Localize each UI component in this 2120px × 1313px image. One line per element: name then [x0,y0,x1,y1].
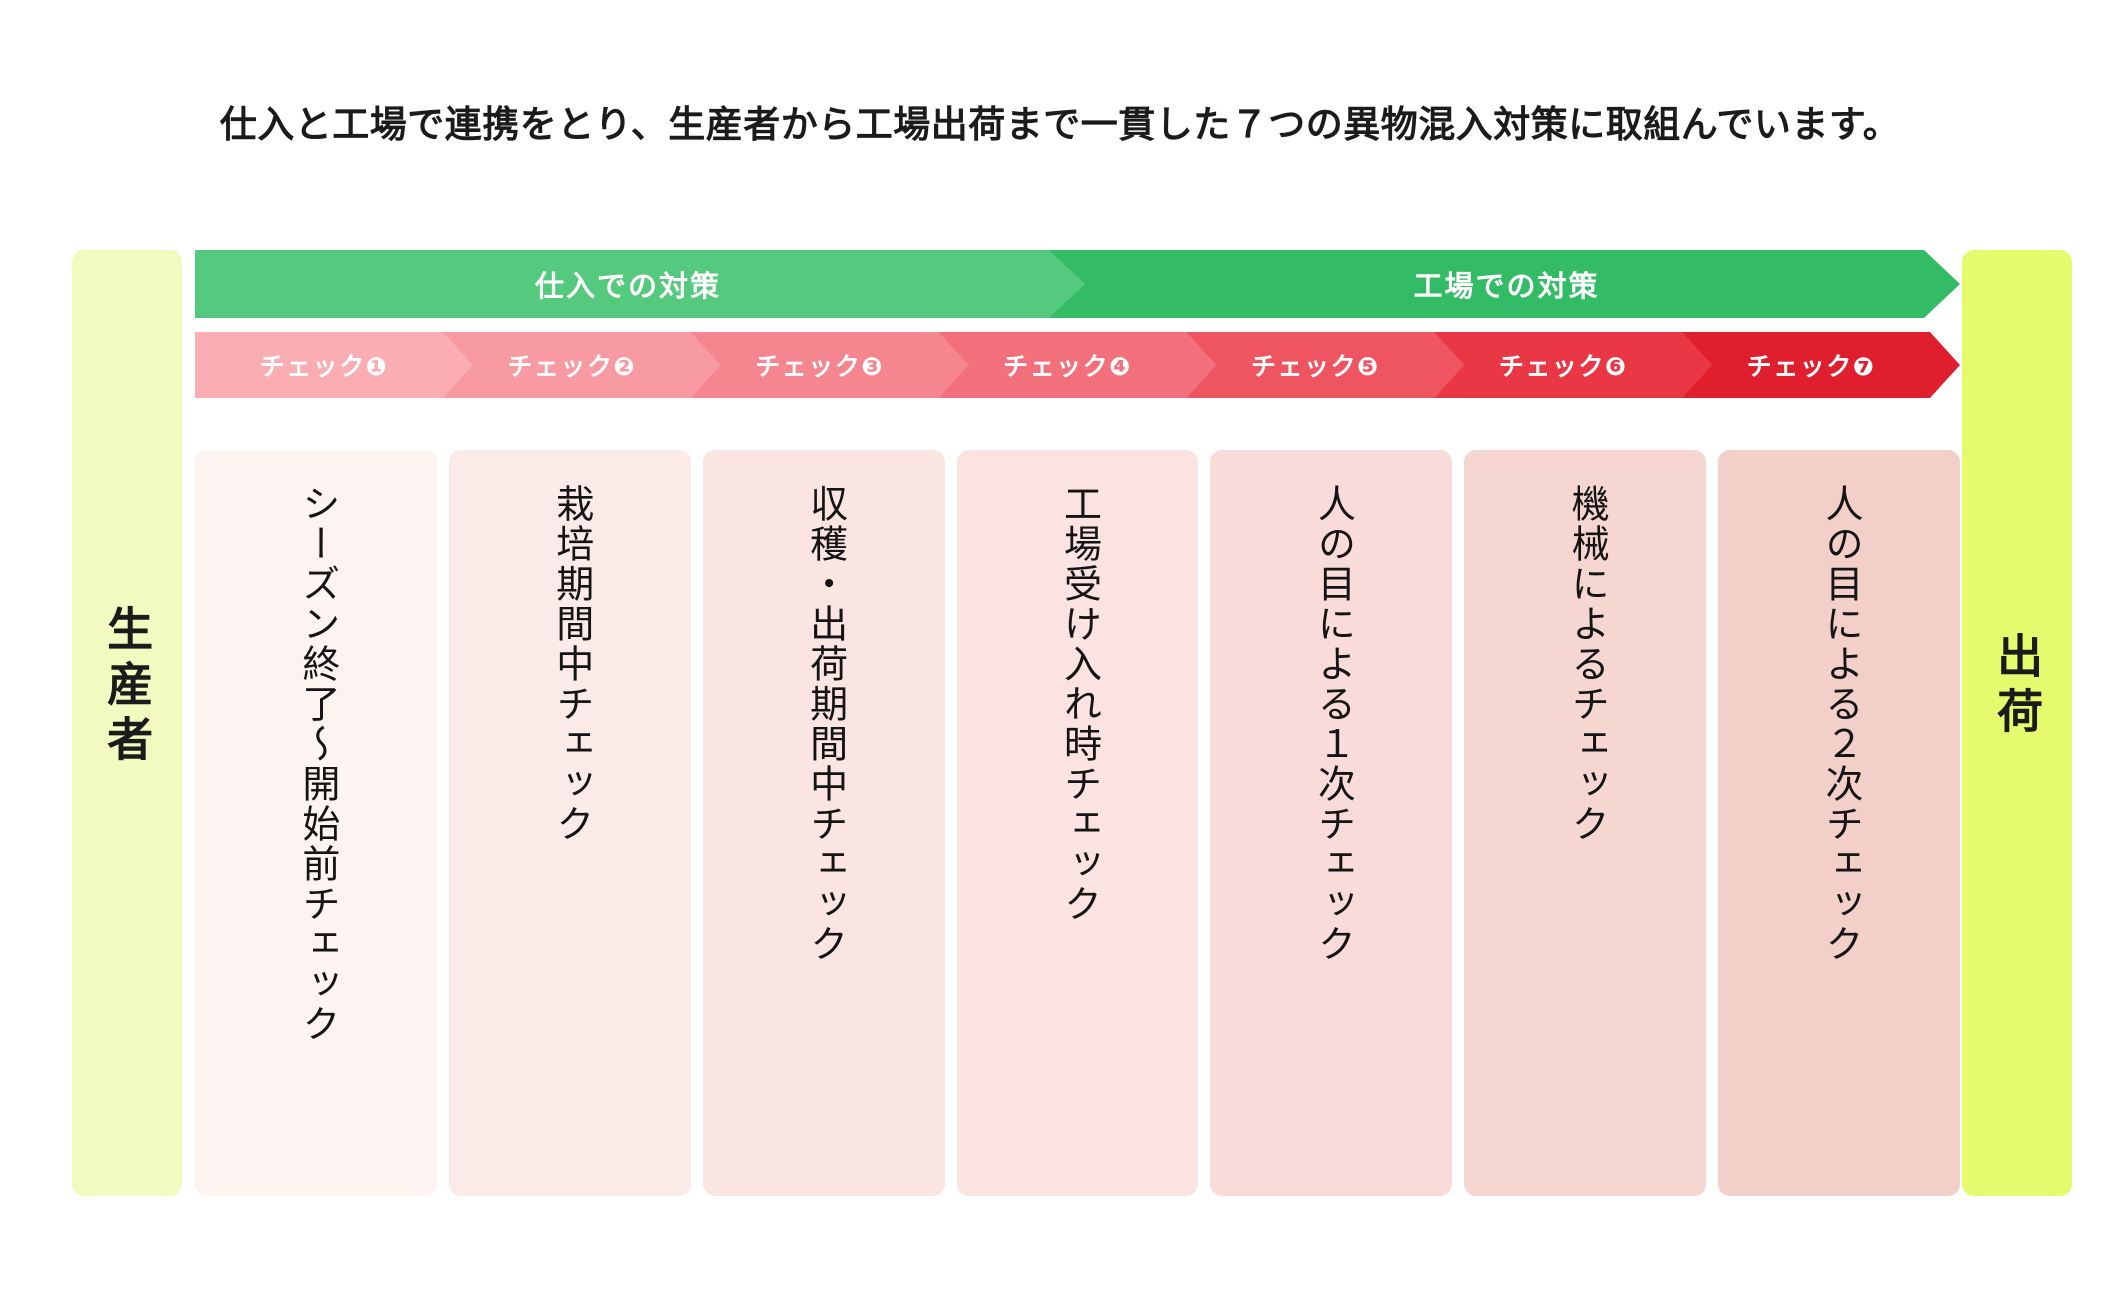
check-card-6[interactable]: 機械によるチェック [1464,450,1707,1196]
check-card-3[interactable]: 収穫・出荷期間中チェック [702,450,945,1196]
endpoint-shipping-label: 出荷 [1991,632,2044,742]
check-card-title-7: 人の目による２次チェック [1819,484,1862,964]
check-segment-5[interactable]: チェック❺ [1186,332,1464,398]
stage-segment-supply: 仕入での対策 [195,250,1085,318]
check-label-5: チェック❺ [1251,353,1380,381]
check-segment-2[interactable]: チェック❷ [443,332,721,398]
check-card-4[interactable]: 工場受け入れ時チェック [956,450,1199,1196]
check-segment-4[interactable]: チェック❹ [939,332,1217,398]
page-title: 仕入と工場で連携をとり、生産者から工場出荷まで一貫した７つの異物混入対策に取組ん… [219,104,1901,145]
endpoint-producer-label: 生産者 [101,604,154,770]
stage-banner: 仕入での対策 工場での対策 [195,250,1960,318]
check-segment-1[interactable]: チェック❶ [195,332,473,398]
check-card-title-2: 栽培期間中チェック [549,484,592,844]
stage-label-factory: 工場での対策 [1413,271,1600,303]
check-card-7[interactable]: 人の目による２次チェック [1718,450,1960,1196]
check-label-6: チェック❻ [1498,353,1628,381]
check-card-title-4: 工場受け入れ時チェック [1057,484,1100,924]
check-label-7: チェック❼ [1746,353,1876,381]
stage-label-supply: 仕入での対策 [534,271,721,303]
check-segment-7[interactable]: チェック❼ [1682,332,1960,398]
endpoint-shipping: 出荷 [1962,250,2072,1196]
check-card-title-6: 機械によるチェック [1565,484,1608,844]
check-card-row: シーズン終了～開始前チェック 栽培期間中チェック 収穫・出荷期間中チェック 工場受け入… [195,450,1960,1196]
check-card-1[interactable]: シーズン終了～開始前チェック [195,450,437,1196]
check-label-3: チェック❸ [755,353,884,381]
check-segment-3[interactable]: チェック❸ [691,332,969,398]
check-card-title-1: シーズン終了～開始前チェック [295,484,338,1044]
endpoint-producer: 生産者 [72,250,182,1196]
check-banner: チェック❶ チェック❷ チェック❸ チェック❹ チェック❺ チェック❻ チェック❼ [195,332,1960,398]
check-segment-6[interactable]: チェック❻ [1434,332,1712,398]
check-card-title-3: 収穫・出荷期間中チェック [803,484,846,964]
check-card-title-5: 人の目による１次チェック [1311,484,1354,964]
check-card-2[interactable]: 栽培期間中チェック [448,450,691,1196]
check-label-2: チェック❷ [507,353,637,381]
check-label-4: チェック❹ [1003,353,1132,381]
check-card-5[interactable]: 人の目による１次チェック [1210,450,1453,1196]
check-label-1: チェック❶ [259,353,389,381]
stage-segment-factory: 工場での対策 [1049,250,1960,318]
